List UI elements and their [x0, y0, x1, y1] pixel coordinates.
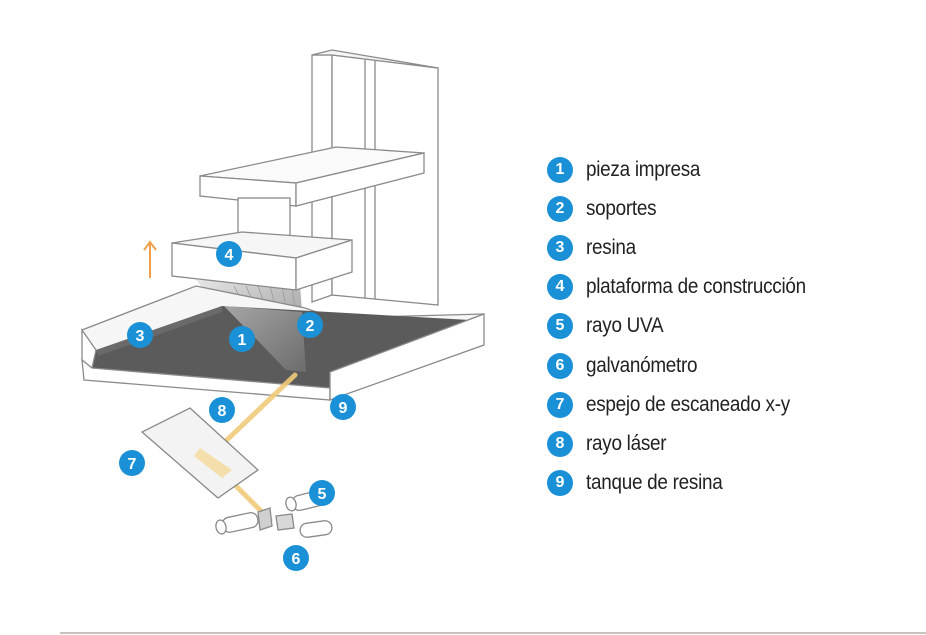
- legend-label: galvanómetro: [586, 353, 698, 377]
- legend-label: tanque de resina: [586, 471, 723, 495]
- legend-number-badge: 1: [547, 156, 573, 183]
- legend-label: soportes: [586, 196, 657, 220]
- legend-item: 2 soportes: [547, 189, 917, 228]
- legend-number-badge: 8: [547, 430, 573, 457]
- callout-5: 5: [309, 480, 335, 506]
- legend-number-badge: 2: [547, 195, 573, 222]
- legend-label: rayo UVA: [586, 314, 664, 338]
- up-arrow-icon: [143, 240, 157, 278]
- scanning-mirror: [140, 407, 260, 499]
- legend-item: 3 resina: [547, 228, 917, 267]
- callout-7-label: 7: [128, 456, 137, 473]
- callout-8: 8: [209, 397, 235, 423]
- callout-3: 3: [127, 322, 153, 348]
- callout-3-label: 3: [136, 328, 145, 345]
- printed-part: [224, 306, 306, 372]
- callout-8-label: 8: [218, 403, 227, 420]
- legend-label: plataforma de construcción: [586, 275, 806, 299]
- callout-5-label: 5: [318, 486, 327, 503]
- callout-2: 2: [297, 312, 323, 338]
- callout-6-label: 6: [292, 551, 301, 568]
- legend-number-badge: 4: [547, 274, 573, 301]
- callout-2-label: 2: [306, 318, 315, 335]
- legend-label: rayo láser: [586, 431, 667, 455]
- sla-printer-diagram: 1 2 3 4 5 6 7 8 9: [81, 49, 485, 571]
- legend-label: espejo de escaneado x-y: [586, 392, 790, 416]
- callout-6: 6: [283, 545, 309, 571]
- legend-item: 1 pieza impresa: [547, 150, 917, 189]
- legend-number-badge: 5: [547, 313, 573, 340]
- callout-9: 9: [330, 394, 356, 420]
- legend-item: 7 espejo de escaneado x-y: [547, 385, 917, 424]
- legend-item: 5 rayo UVA: [547, 307, 917, 346]
- callout-1-label: 1: [238, 332, 247, 349]
- legend-list: 1 pieza impresa 2 soportes 3 resina 4 pl…: [547, 150, 917, 503]
- callout-1: 1: [229, 326, 255, 352]
- legend-number-badge: 6: [547, 352, 573, 379]
- legend-label: resina: [586, 235, 636, 259]
- build-platform: [171, 231, 353, 291]
- legend-number-badge: 7: [547, 391, 573, 418]
- legend-number-badge: 9: [547, 470, 573, 497]
- callout-7: 7: [119, 450, 145, 476]
- legend-label: pieza impresa: [586, 157, 701, 181]
- legend-item: 8 rayo láser: [547, 424, 917, 463]
- legend-item: 9 tanque de resina: [547, 464, 917, 503]
- legend-item: 6 galvanómetro: [547, 346, 917, 385]
- legend-number-badge: 3: [547, 234, 573, 261]
- callout-4: 4: [216, 241, 242, 267]
- callout-4-label: 4: [225, 247, 234, 264]
- legend-item: 4 plataforma de construcción: [547, 268, 917, 307]
- callout-9-label: 9: [339, 400, 348, 417]
- footer-divider: [60, 632, 926, 634]
